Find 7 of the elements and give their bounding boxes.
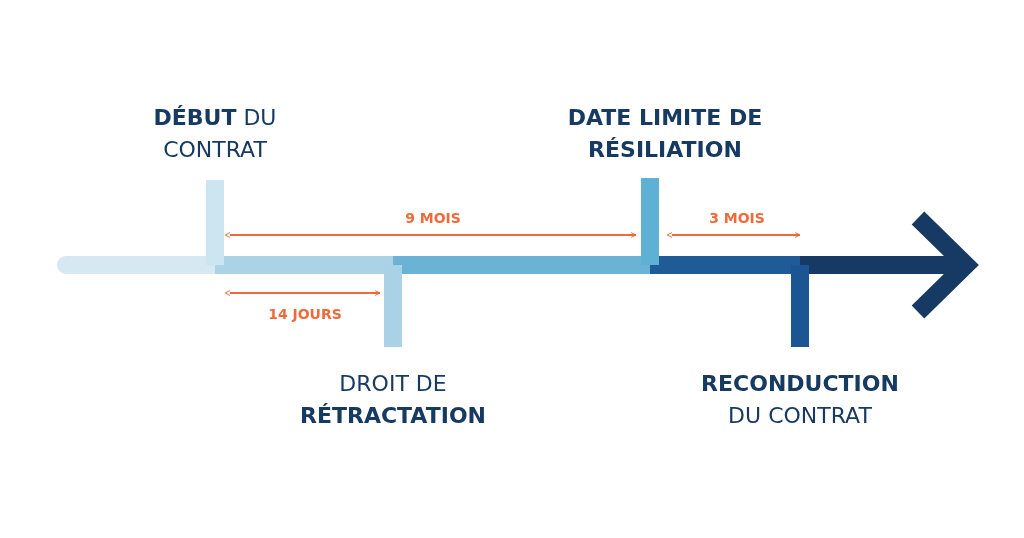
milestone-label: RECONDUCTION DU CONTRAT: [700, 370, 900, 430]
duration-label: 3 MOIS: [708, 209, 766, 227]
duration-label: 9 MOIS: [404, 209, 462, 227]
milestone-label: DROIT DE RÉTRACTATION: [299, 370, 487, 430]
milestone-label: DATE LIMITE DE RÉSILIATION: [566, 104, 764, 164]
milestone-label: DÉBUT DU CONTRAT: [152, 104, 278, 164]
duration-label: 14 JOURS: [267, 305, 343, 323]
